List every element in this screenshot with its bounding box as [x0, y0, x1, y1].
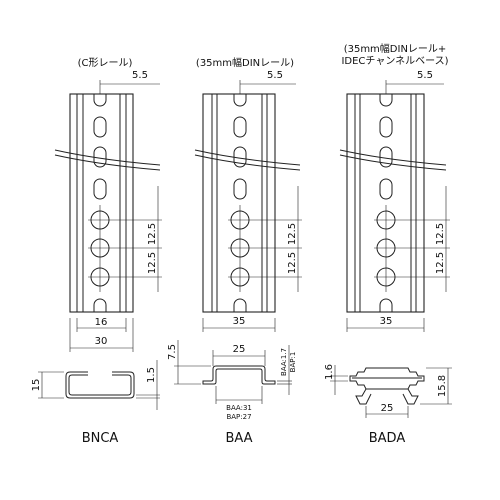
rail-bnca-offset-label: 5.5 — [132, 70, 148, 81]
rail-bada-profile — [349, 367, 425, 390]
rail-bada-width: 35 — [380, 316, 393, 327]
rail-baa-face — [202, 93, 276, 313]
rail-bada-offset-label: 5.5 — [417, 70, 433, 81]
rail-bnca-slot — [93, 116, 107, 138]
rail-baa-width-a: BAA:31 — [226, 404, 252, 412]
rail-baa-offset-label: 5.5 — [267, 70, 283, 81]
rail-baa-slot-bottom — [233, 298, 247, 312]
rail-bada: (35mm幅DINレール+ IDECチャンネルベース) 5.5 12.5 12.… — [324, 42, 452, 446]
rail-bada-name: BADA — [369, 431, 406, 446]
rail-bada-pitch-upper: 12.5 — [435, 223, 446, 245]
rail-bada-slot-top — [379, 94, 393, 107]
rail-bnca-slot-top — [93, 94, 107, 107]
rail-bnca-profile — [65, 371, 135, 399]
rail-bnca-inner-width: 16 — [95, 317, 108, 328]
rail-baa-profile — [202, 365, 276, 385]
rail-bnca-title: (C形レール) — [78, 57, 133, 69]
rail-baa-slot-top — [233, 94, 247, 107]
rail-baa-slot — [233, 116, 247, 138]
rail-bada-title-line-2: IDECチャンネルベース) — [341, 55, 448, 67]
rail-baa-thickness-a: BAA:1.7 — [280, 348, 288, 376]
rail-bada-thickness: 1.6 — [324, 364, 335, 380]
rail-baa-thickness-b: BAP:1 — [289, 352, 297, 373]
rail-bada-title-line-1: (35mm幅DINレール+ — [344, 42, 447, 55]
rail-baa-width: 35 — [233, 316, 246, 327]
rail-bada-slot-bottom — [379, 298, 393, 312]
rail-baa-name: BAA — [225, 431, 252, 446]
rail-baa-width-b: BAP:27 — [226, 413, 251, 421]
rail-baa-top: 25 — [233, 344, 246, 355]
rail-bnca: (C形レール) 5.5 12.5 12.5 16 — [31, 57, 162, 446]
rail-bada-bottom: 25 — [381, 403, 394, 414]
rail-bnca-face — [69, 93, 134, 313]
rail-bnca-thickness: 1.5 — [146, 367, 157, 383]
rail-baa-title: (35mm幅DINレール) — [196, 56, 294, 69]
rail-bnca-slot-bottom — [93, 298, 107, 312]
rail-bada-hook-right — [402, 388, 419, 405]
rail-bnca-pitch-lower: 12.5 — [147, 252, 158, 274]
rail-baa-break-line — [194, 149, 301, 166]
rail-baa: (35mm幅DINレール) 5.5 12.5 12.5 35 25 — [167, 56, 302, 446]
rail-baa-height: 7.5 — [167, 344, 178, 360]
rail-bnca-outer-width: 30 — [95, 336, 108, 347]
rail-bada-face — [346, 93, 425, 313]
rail-baa-pitch-lower: 12.5 — [287, 252, 298, 274]
rail-bnca-pitch-upper: 12.5 — [147, 223, 158, 245]
rail-bada-slot — [379, 116, 393, 138]
rail-bnca-height: 15 — [31, 379, 42, 392]
rail-bada-pitch-lower: 12.5 — [435, 252, 446, 274]
rail-bada-break-line — [339, 149, 447, 166]
rail-bada-height: 15.8 — [437, 375, 448, 397]
rail-baa-pitch-upper: 12.5 — [287, 223, 298, 245]
rail-bnca-break-line — [54, 149, 161, 166]
rail-bada-hook-left — [355, 388, 372, 405]
rail-bnca-name: BNCA — [82, 431, 119, 446]
